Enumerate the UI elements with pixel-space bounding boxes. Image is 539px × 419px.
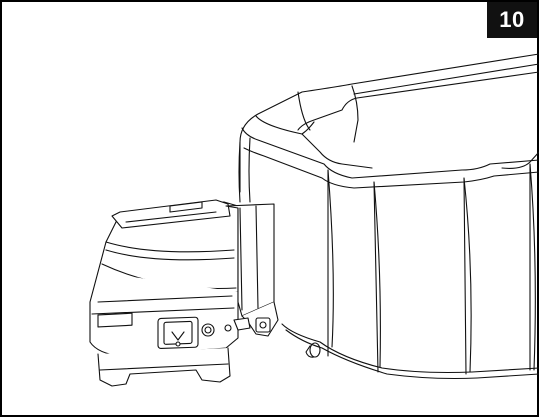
pump-unit [89,199,279,387]
step-number-badge: 10 [487,2,537,38]
inflatable-spa [238,53,539,380]
